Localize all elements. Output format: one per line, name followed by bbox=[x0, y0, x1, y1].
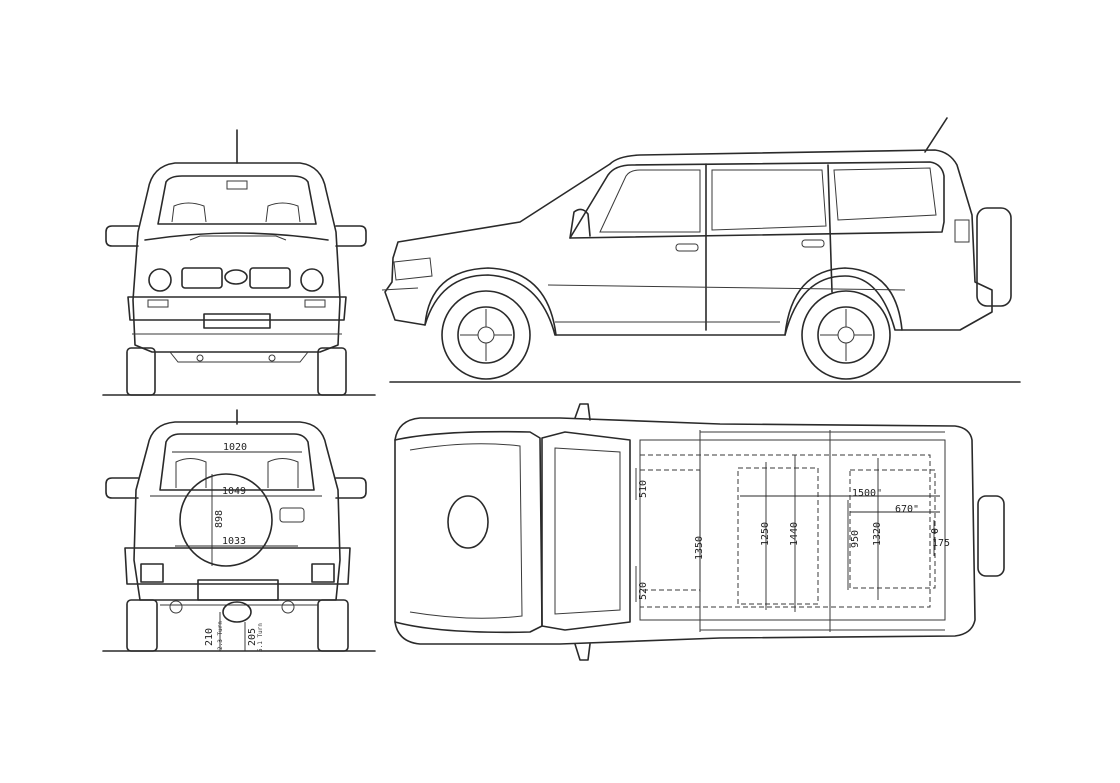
rear-view: 1020 1049 898 1033 210 2.3 Turn 205 5.1 … bbox=[102, 409, 376, 652]
dim-seat-depth-bottom: 520 bbox=[638, 582, 649, 600]
side-view bbox=[381, 117, 1021, 383]
dim-cargo-width-a: 950 bbox=[850, 530, 861, 548]
dim-seat-depth-top: 510 bbox=[638, 480, 649, 498]
dim-ground-clearance-a: 210 bbox=[204, 628, 215, 646]
dim-rear-width-mid: 1049 bbox=[222, 486, 246, 497]
dim-cargo-length-b: 670" bbox=[895, 504, 919, 515]
dim-small-zero: 0 bbox=[930, 528, 941, 534]
dim-cab-width-c: 1440 bbox=[789, 522, 800, 546]
dim-clearance-note-b: 5.1 Turn bbox=[257, 623, 264, 652]
dim-ground-clearance-b: 205 bbox=[247, 628, 258, 646]
dim-cargo-length: 1500" bbox=[852, 488, 882, 499]
dim-cab-width-a: 1350 bbox=[694, 536, 705, 560]
dim-cargo-width-b: 1320 bbox=[872, 522, 883, 546]
dim-rear-height: 898 bbox=[214, 510, 225, 528]
dim-rear-width-bottom: 1033 bbox=[222, 536, 246, 547]
dim-cab-width-b: 1250 bbox=[760, 522, 771, 546]
front-view bbox=[102, 129, 376, 396]
dim-rear-overhang: 175 bbox=[932, 538, 950, 549]
dim-clearance-note-a: 2.3 Turn bbox=[217, 621, 224, 650]
top-view: 510 520 1350 1250 1440 950 1320 1500" 67… bbox=[394, 403, 1005, 661]
dim-rear-width-top: 1020 bbox=[223, 442, 247, 453]
